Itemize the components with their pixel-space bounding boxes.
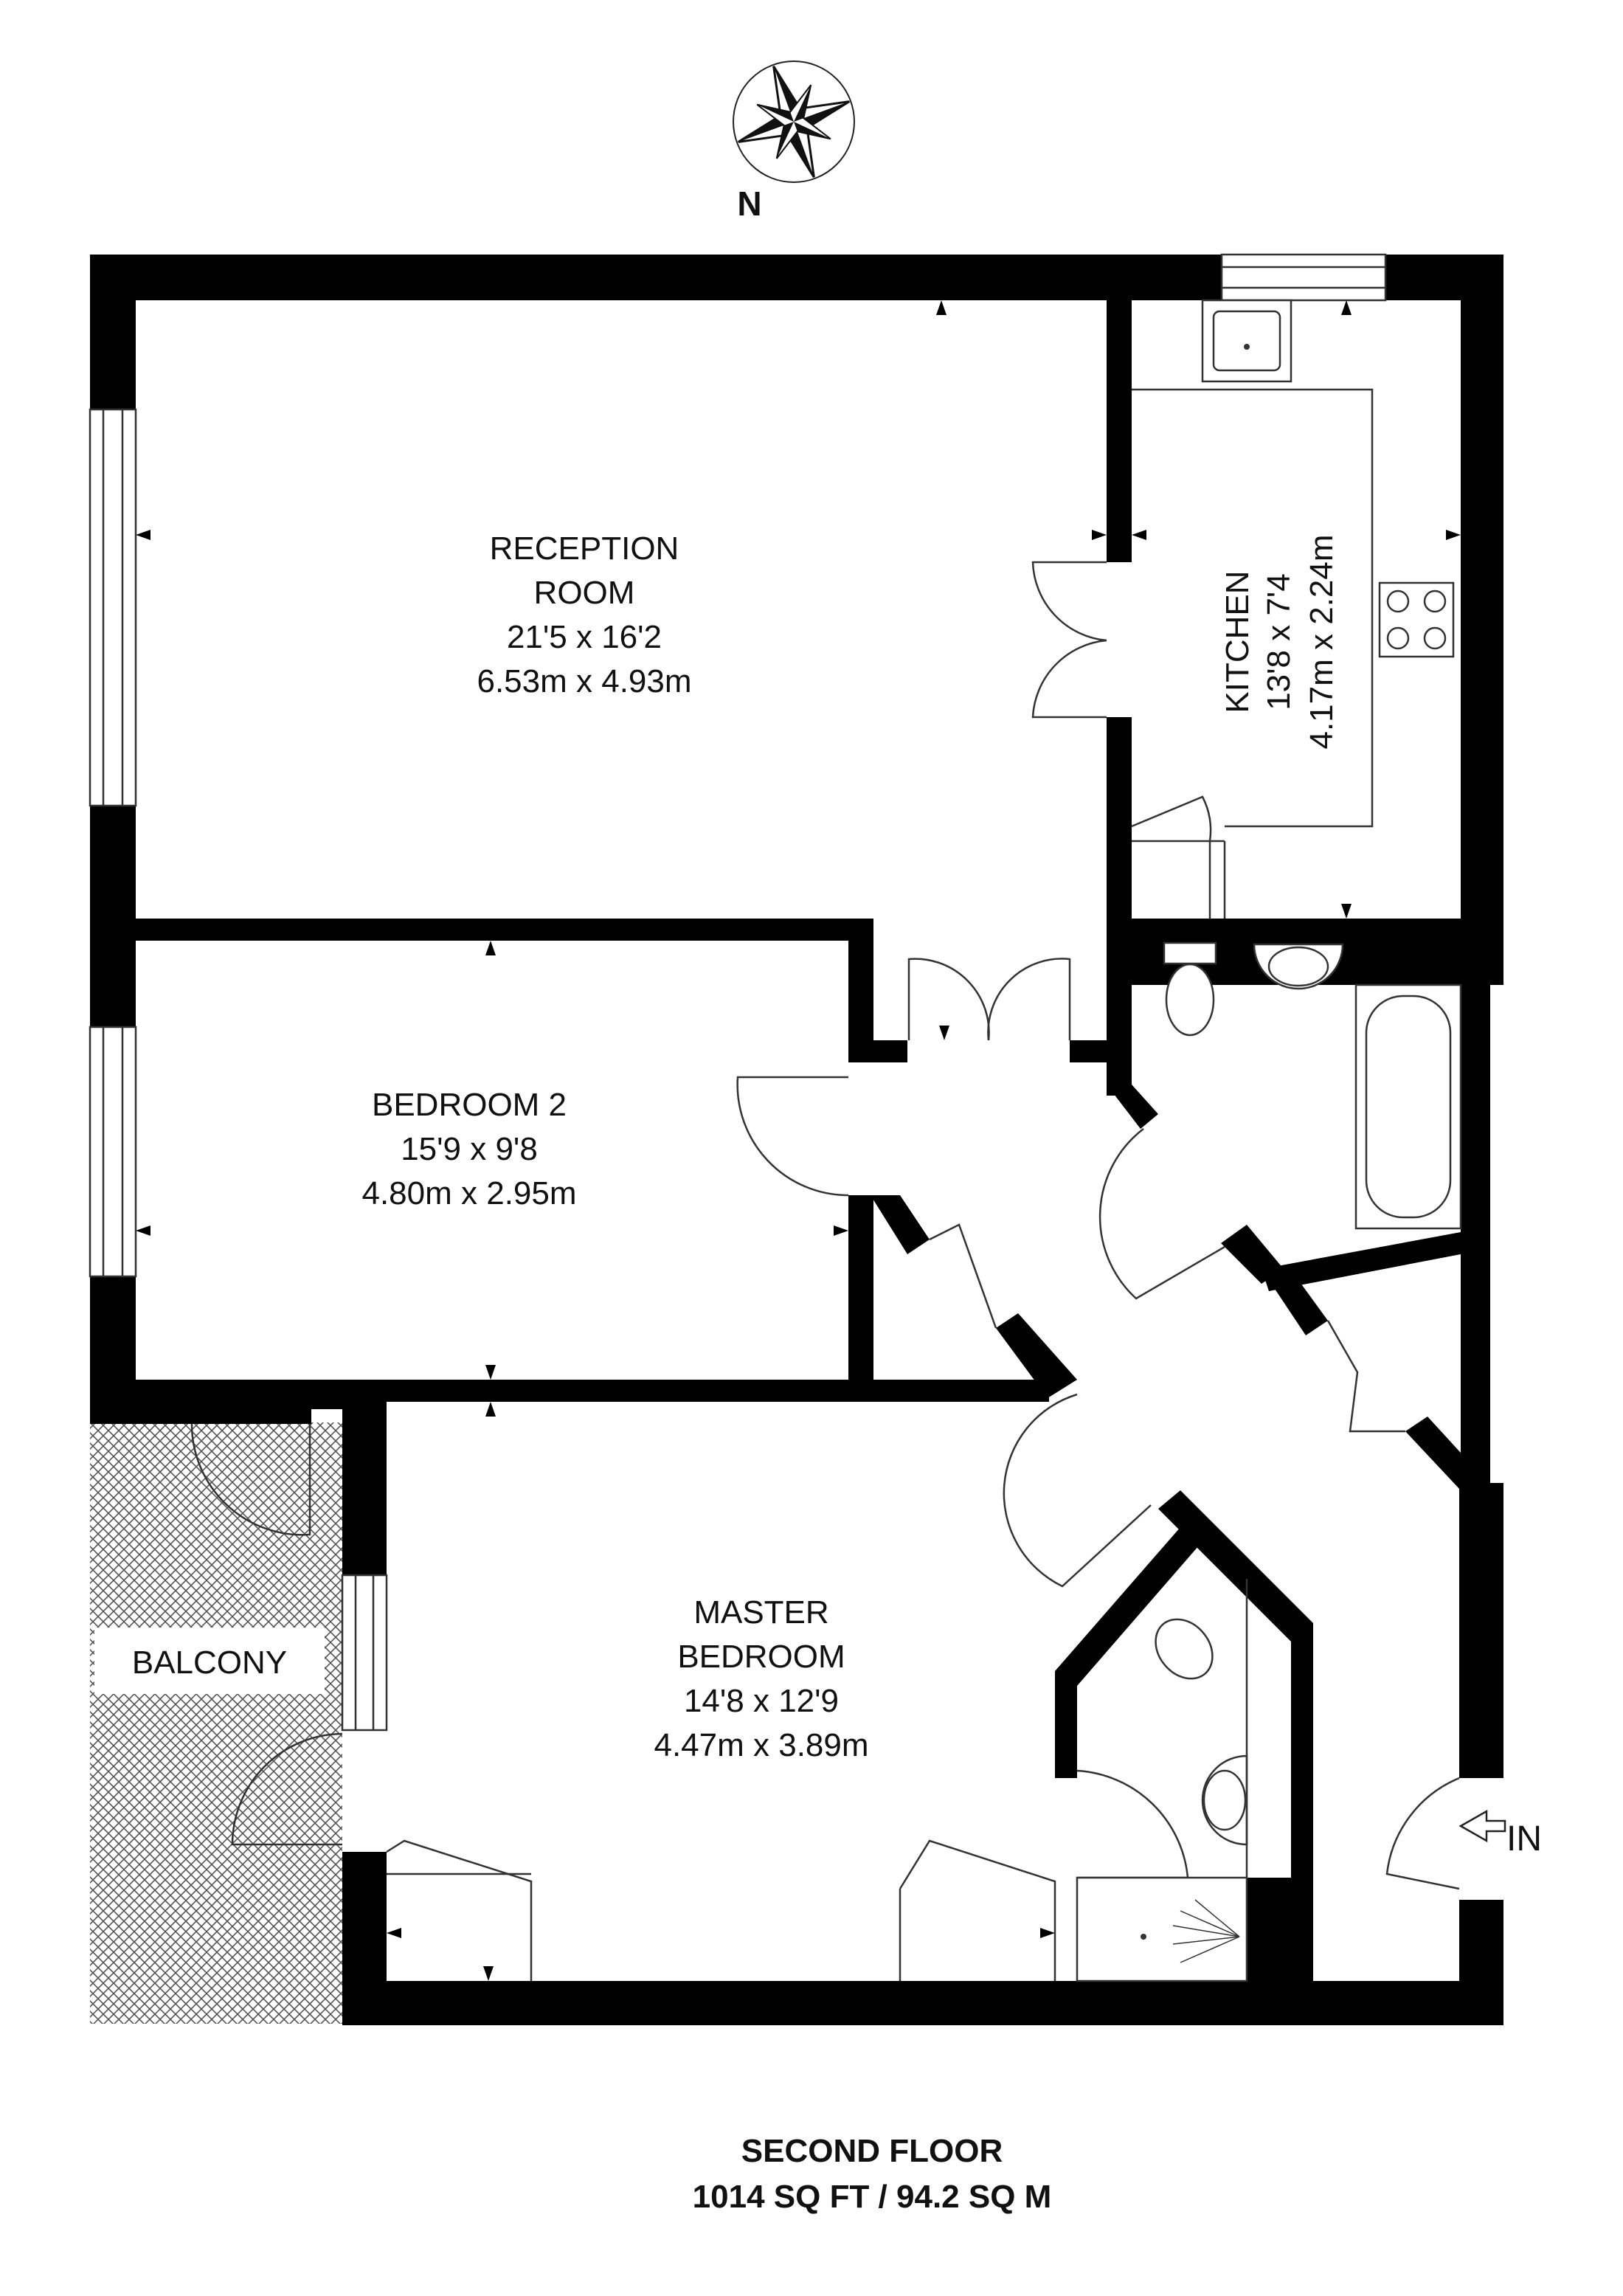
compass-rose-icon <box>733 60 855 183</box>
reception-metric: 6.53m x 4.93m <box>477 663 691 699</box>
master-imperial: 14'8 x 12'9 <box>684 1683 839 1719</box>
reception-name-line2: ROOM <box>534 575 635 611</box>
reception-imperial: 21'5 x 16'2 <box>507 619 662 655</box>
entrance-arrow-icon <box>1458 1809 1506 1843</box>
balcony-area <box>90 1422 342 2024</box>
master-metric: 4.47m x 3.89m <box>654 1727 868 1763</box>
bedroom2-name: BEDROOM 2 <box>372 1087 567 1123</box>
entrance-label: IN <box>1506 1819 1542 1858</box>
kitchen-name: KITCHEN <box>1219 570 1256 713</box>
room-labels: RECEPTION ROOM 21'5 x 16'2 6.53m x 4.93m… <box>132 530 1542 1858</box>
bedroom2-imperial: 15'9 x 9'8 <box>401 1131 538 1167</box>
walls <box>90 255 1503 2025</box>
kitchen-metric: 4.17m x 2.24m <box>1304 534 1340 749</box>
bedroom2-metric: 4.80m x 2.95m <box>361 1175 576 1211</box>
windows <box>89 253 1387 1732</box>
floor-title: SECOND FLOOR <box>741 2133 1003 2169</box>
balcony-label-box <box>94 1628 325 1694</box>
master-name-line2: BEDROOM <box>677 1639 845 1675</box>
master-name-line1: MASTER <box>693 1594 828 1631</box>
kitchen-imperial: 13'8 x 7'4 <box>1261 573 1297 710</box>
balcony-name: BALCONY <box>132 1645 287 1681</box>
doors <box>190 561 1460 1981</box>
floor-area: 1014 SQ FT / 94.2 SQ M <box>693 2179 1052 2215</box>
reception-name-line1: RECEPTION <box>490 530 679 567</box>
fixtures <box>1076 299 1462 1982</box>
compass-north-label: N <box>737 184 761 223</box>
